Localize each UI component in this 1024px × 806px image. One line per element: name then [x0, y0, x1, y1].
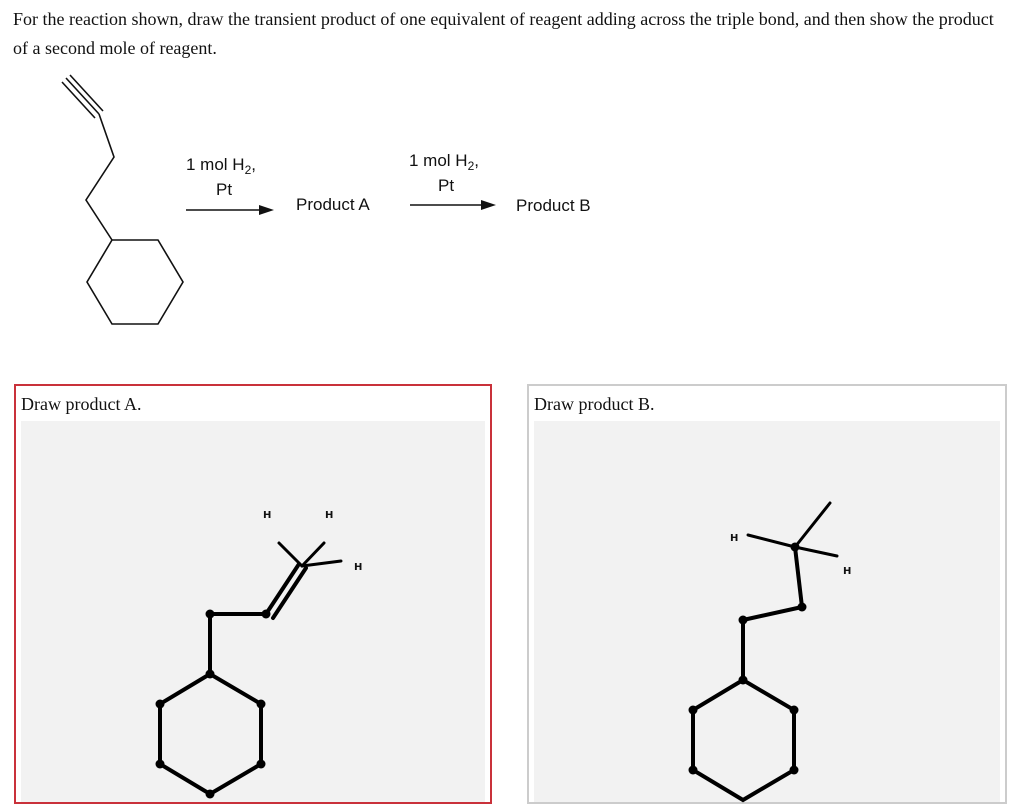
catalyst-1: Pt [216, 180, 232, 199]
atom-node [738, 615, 748, 625]
panel-b-title: Draw product B. [534, 394, 655, 414]
product-a-drawing: H H H [155, 510, 362, 799]
drawn-cyclohexane-ring [158, 671, 263, 797]
atom-node [688, 705, 698, 715]
hydrogen-label: H [354, 562, 362, 573]
alkyl-chain [85, 113, 115, 241]
atom-node [155, 699, 165, 709]
drawn-h-bond [746, 533, 797, 549]
drawing-canvas-a[interactable]: H H H [21, 421, 485, 802]
panel-a-title: Draw product A. [21, 394, 142, 414]
triple-bond-line [65, 77, 100, 115]
reaction-arrow-1: 1 mol H2, Pt [186, 155, 274, 215]
hydrogen-label: H [263, 510, 271, 521]
drawn-h-bond [300, 541, 326, 568]
draw-product-b-panel: Draw product B. [527, 384, 1007, 804]
arrow-2-head [481, 200, 496, 210]
cyclohexane-ring [86, 239, 184, 325]
hydrogen-label: H [730, 533, 738, 544]
atom-node [790, 542, 800, 552]
drawn-h-bond [793, 545, 839, 558]
catalyst-2: Pt [438, 176, 454, 195]
drawn-h-bond [793, 501, 832, 549]
drawn-h-bond [300, 559, 343, 568]
arrow-1-head [259, 205, 274, 215]
atom-node [205, 789, 215, 799]
drawn-cyclohexane-ring [691, 677, 796, 803]
draw-product-a-panel: Draw product A. [14, 384, 492, 804]
hydrogen-label: H [325, 510, 333, 521]
drawing-canvas-b[interactable]: H H [534, 421, 1000, 803]
question-text: For the reaction shown, draw the transie… [13, 9, 994, 58]
drawn-bond [741, 605, 804, 622]
reagent-2: 1 mol H2, [409, 151, 479, 173]
drawn-h-bond [277, 541, 304, 568]
atom-node [797, 602, 807, 612]
triple-bond-line [61, 81, 96, 119]
product-a-label: Product A [296, 195, 370, 214]
atom-node [205, 669, 215, 679]
product-b-drawing: H H [688, 501, 851, 803]
product-b-label: Product B [516, 196, 591, 215]
atom-node [205, 609, 215, 619]
atom-node [261, 609, 271, 619]
reaction-arrow-2: 1 mol H2, Pt [409, 151, 496, 210]
drawn-double-bond [264, 562, 301, 616]
atom-node [256, 759, 266, 769]
reagent-1: 1 mol H2, [186, 155, 256, 177]
atom-node [789, 765, 799, 775]
atom-node [688, 765, 698, 775]
atom-node [155, 759, 165, 769]
drawn-bond [793, 545, 804, 609]
triple-bond-line [69, 74, 104, 112]
atom-node [789, 705, 799, 715]
atom-node [738, 675, 748, 685]
reaction-scheme: 1 mol H2, Pt Product A 1 mol H2, Pt Prod… [61, 74, 591, 325]
atom-node [256, 699, 266, 709]
starting-material-structure [61, 74, 184, 325]
hydrogen-label: H [843, 566, 851, 577]
drawn-double-bond [271, 566, 308, 620]
